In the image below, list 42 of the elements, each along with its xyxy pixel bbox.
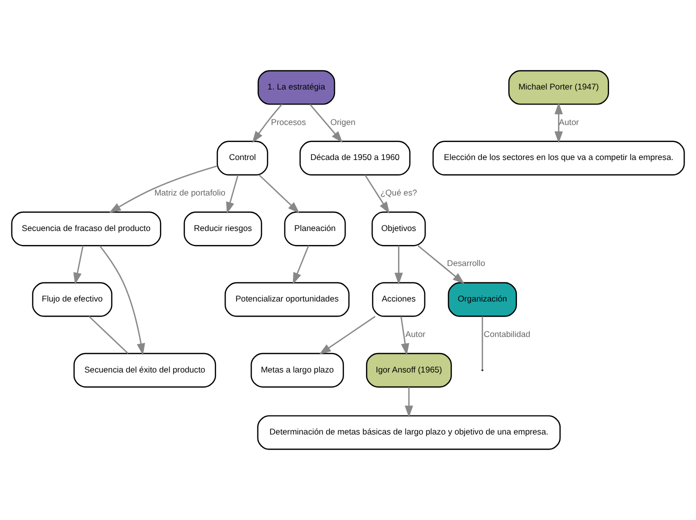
arrow bbox=[108, 165, 218, 214]
edge-label: ¿Qué es? bbox=[380, 188, 418, 198]
edge-label: Origen bbox=[330, 116, 356, 127]
edge-label: Matriz de portafolio bbox=[154, 188, 226, 198]
node-box: Metas a largo plazo bbox=[250, 352, 344, 388]
arrow bbox=[418, 245, 465, 284]
node-box: Michael Porter (1947) bbox=[508, 70, 610, 105]
node-box: Igor Ansoff (1965) bbox=[366, 352, 452, 388]
node-box: Control bbox=[216, 140, 268, 176]
edge-label: Procesos bbox=[271, 116, 306, 127]
arrow bbox=[404, 387, 414, 418]
node-box: Década de 1950 a 1960 bbox=[300, 140, 410, 176]
edge-label: Contabilidad bbox=[484, 328, 530, 339]
node-box: Flujo de efectivo bbox=[32, 282, 112, 317]
edge-label: Autor bbox=[405, 328, 426, 339]
arrow bbox=[319, 316, 376, 355]
arrow bbox=[226, 174, 239, 214]
arrow bbox=[400, 316, 410, 356]
node-box: Acciones bbox=[372, 282, 426, 317]
arrow bbox=[292, 245, 310, 285]
arrow bbox=[99, 246, 146, 356]
edge-label: Desarrollo bbox=[447, 258, 486, 268]
edge-label: Autor bbox=[558, 116, 579, 127]
arrow bbox=[73, 246, 84, 285]
connector bbox=[482, 316, 484, 370]
node-box: Objetivos bbox=[372, 212, 426, 246]
node-box: Reducir riesgos bbox=[184, 212, 262, 246]
node-box: Planeación bbox=[284, 212, 346, 246]
node-box: Organización bbox=[448, 282, 517, 317]
arrow bbox=[252, 104, 283, 143]
arrow bbox=[364, 174, 390, 214]
arrow bbox=[309, 104, 343, 143]
node-box: Potencializar oportunidades bbox=[224, 282, 350, 317]
node-box: Secuencia de fracaso del producto bbox=[11, 212, 162, 246]
node-box: Secuencia del éxito del producto bbox=[73, 352, 216, 388]
node-box: Elección de los sectores en los que va a competir la empresa. bbox=[432, 140, 685, 176]
arrow bbox=[394, 246, 403, 285]
arrow bbox=[258, 174, 300, 214]
arrow bbox=[554, 102, 563, 144]
connector bbox=[88, 316, 128, 354]
node-box: 1. La estratégia bbox=[258, 70, 336, 105]
node-box: Determinación de metas básicas de largo plazo y objetivo de una empresa. bbox=[257, 415, 561, 450]
